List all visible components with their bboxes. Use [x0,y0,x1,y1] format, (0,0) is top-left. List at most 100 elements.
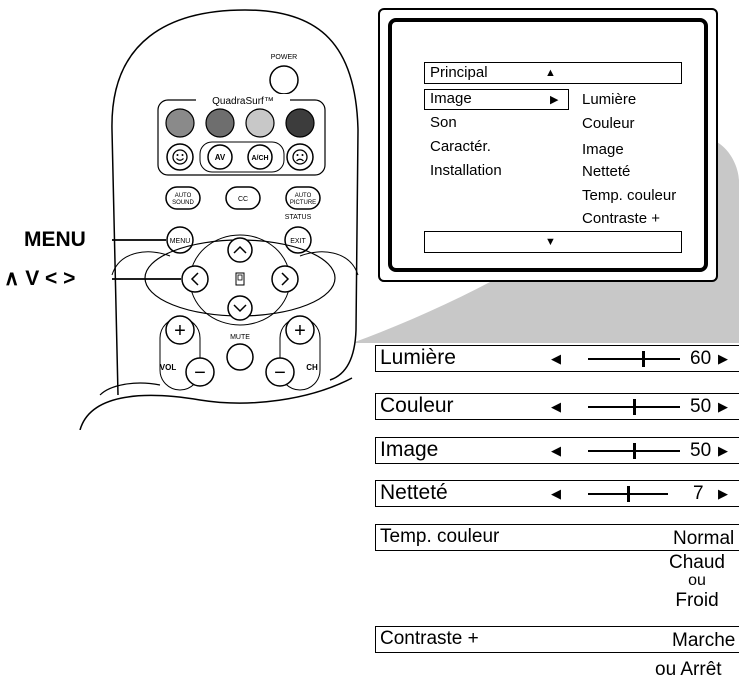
power-label: POWER [271,54,297,61]
smiley-button[interactable] [166,143,194,171]
vol-down-button[interactable] [185,357,215,387]
cc-button[interactable] [225,186,261,210]
status-label: STATUS [285,214,312,221]
auto-sound-button[interactable] [165,186,201,210]
quadrasurf-label: QuadraSurf™ [212,96,274,107]
quadrasurf-button-3[interactable] [245,108,275,138]
slider-thumb[interactable] [633,443,636,459]
ach-button[interactable] [247,144,273,170]
slider-left-arrow[interactable]: ◀ [551,443,561,458]
cc-label: CC [238,196,248,203]
quadrasurf-button-1[interactable] [165,108,195,138]
submenu-contraste[interactable]: Contraste + [582,210,660,227]
arrows-callout-label: ∧ V < > [4,267,76,290]
menu-item-son[interactable]: Son [430,114,457,131]
frown-button[interactable] [286,143,314,171]
menu-item-image[interactable]: Image [430,90,472,107]
slider-image[interactable] [588,443,680,459]
slider-right-arrow[interactable]: ▶ [718,399,728,414]
submenu-lumiere[interactable]: Lumière [582,91,637,108]
menu-item-image-highlight [424,89,569,110]
setting-label-image: Image [380,438,439,461]
setting-row-nettete [375,480,739,507]
ch-label: CH [306,363,318,372]
chevron-down-icon [233,304,247,313]
slider-couleur[interactable] [588,399,680,415]
slider-value-image: 50 [690,440,712,461]
submenu-couleur[interactable]: Couleur [582,115,635,132]
slider-thumb[interactable] [642,351,645,367]
menu-top-item[interactable]: Principal [430,64,488,81]
ch-plus: + [294,320,306,342]
nav-up-button[interactable] [227,237,253,263]
menu-callout-label: MENU [24,228,86,251]
menu-item-installation[interactable]: Installation [430,162,502,179]
menu-item-caracter[interactable]: Caractér. [430,138,491,155]
setting-label-nettete: Netteté [380,481,448,504]
slider-left-arrow[interactable]: ◀ [551,351,561,366]
auto-picture-line1: AUTO [295,193,312,199]
submenu-nettete[interactable]: Netteté [582,163,631,180]
setting-label-lumiere: Lumière [380,346,456,369]
remote-control: POWER QuadraSurf™ AV A/CH AUTO SOUND CC … [79,9,359,430]
slider-lumiere[interactable] [588,351,680,367]
av-label: AV [215,153,226,162]
setting-label-contraste: Contraste + [380,628,479,649]
setting-label-couleur: Couleur [380,394,454,417]
slider-value-nettete: 7 [693,483,704,504]
chevron-right-icon [281,272,290,286]
auto-picture-line2: PICTURE [290,200,316,206]
chevron-left-icon [190,272,199,286]
exit-label: EXIT [290,238,306,245]
ch-minus: − [274,362,286,384]
slider-value-couleur: 50 [690,396,712,417]
slider-thumb[interactable] [627,486,630,502]
slider-left-arrow[interactable]: ◀ [551,486,561,501]
ch-down-button[interactable] [265,357,295,387]
av-button[interactable] [207,144,233,170]
quadrasurf-button-4[interactable] [285,108,315,138]
nav-down-button[interactable] [227,295,253,321]
slider-nettete[interactable] [588,486,668,502]
quadrasurf-button-2[interactable] [205,108,235,138]
setting-label-temp-couleur: Temp. couleur [380,526,500,547]
tv-screen [388,18,708,272]
auto-sound-line2: SOUND [172,200,194,206]
mute-button[interactable] [226,343,254,371]
submenu-image[interactable]: Image [582,141,624,158]
vol-up-button[interactable] [165,315,195,345]
menu-bottom-bar [424,231,682,253]
menu-top-bar [424,62,682,84]
nav-right-button[interactable] [271,265,299,293]
contrast-option-marche[interactable]: Marche [672,630,736,651]
ach-label: A/CH [251,155,268,162]
slider-right-arrow[interactable]: ▶ [718,443,728,458]
nav-left-button[interactable] [181,265,209,293]
menu-up-arrow: ▲ [545,67,556,79]
slider-left-arrow[interactable]: ◀ [551,399,561,414]
temp-option-ou: ou [688,572,706,589]
mute-label: MUTE [230,334,250,341]
chevron-up-icon [233,245,247,254]
vol-label: VOL [160,363,177,372]
slider-right-arrow[interactable]: ▶ [718,486,728,501]
auto-picture-button[interactable] [285,186,321,210]
frown-icon [292,149,308,165]
auto-sound-line1: AUTO [175,193,192,199]
contrast-option-arret: ou Arrêt [655,659,722,680]
menu-right-arrow: ▶ [550,94,559,106]
temp-option-froid: Froid [675,590,719,611]
submenu-temp-couleur[interactable]: Temp. couleur [582,187,677,204]
slider-thumb[interactable] [633,399,636,415]
temp-option-chaud: Chaud [669,552,725,573]
temp-option-normal[interactable]: Normal [673,528,735,549]
slider-right-arrow[interactable]: ▶ [718,351,728,366]
smiley-icon [172,149,188,165]
menu-down-arrow: ▼ [545,236,556,248]
menu-btn-label: MENU [170,238,191,245]
power-button[interactable] [269,65,299,95]
slider-value-lumiere: 60 [690,348,712,369]
ch-up-button[interactable] [285,315,315,345]
setting-row-temp-couleur [375,524,739,551]
vol-plus: + [174,320,186,342]
